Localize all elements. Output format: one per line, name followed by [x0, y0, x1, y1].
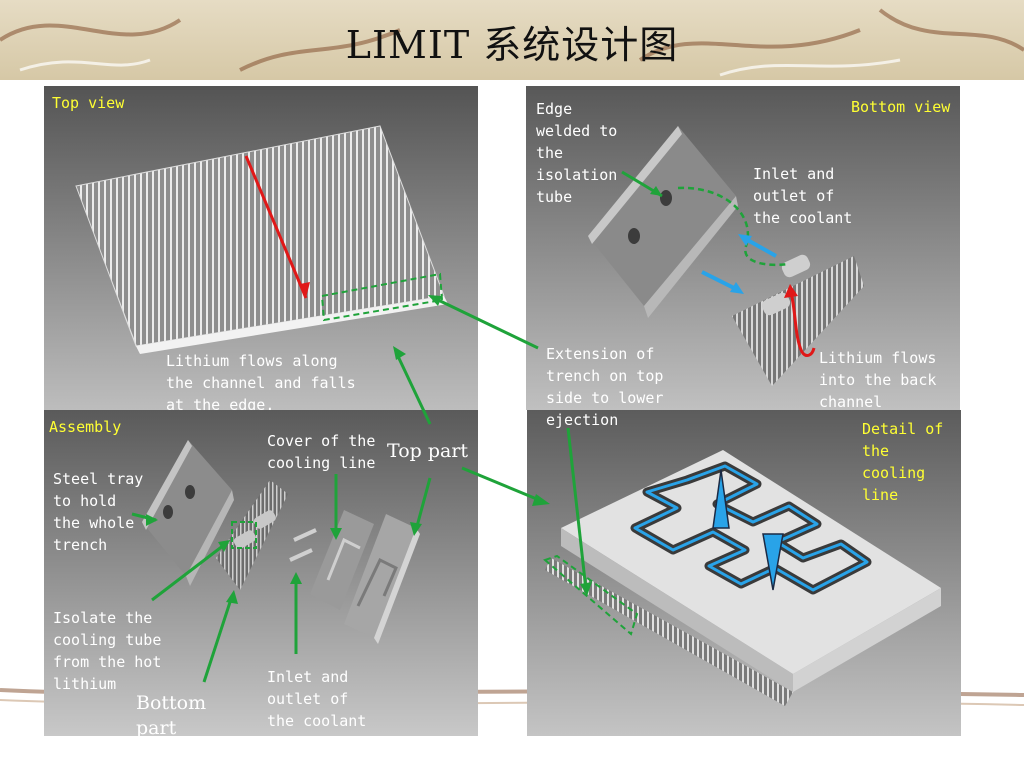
page-title: LIMIT 系统设计图 — [345, 23, 679, 67]
bottom-view-graphic — [526, 86, 960, 410]
isolate-tube-note: Isolate the cooling tube from the hot li… — [53, 609, 162, 693]
bottom-part-label: Bottom part — [136, 692, 207, 736]
top-view-heading: Top view — [52, 94, 125, 112]
extension-note: Extension of trench on top side to lower… — [546, 345, 664, 429]
assembly-heading: Assembly — [49, 418, 122, 436]
detail-extension-box — [543, 554, 639, 636]
detail-heading: Detail of the cooling line — [862, 420, 944, 504]
extension-highlight-box — [320, 272, 444, 322]
coolant-outlet-arrow — [712, 469, 730, 529]
top-part-label: Top part — [387, 440, 469, 462]
assembly-graphic — [44, 410, 478, 736]
back-channel-note: Lithium flows into the back channel — [819, 349, 937, 410]
top-view-panel: Top view Lithium flows along the channel… — [44, 86, 478, 410]
bottom-view-panel: Bottom view Edge welded to the isolation… — [526, 86, 960, 410]
cooling-detail-graphic — [527, 410, 961, 736]
assembly-inlet-note: Inlet and outlet of the coolant — [267, 668, 367, 730]
lithium-flow-note: Lithium flows along the channel and fall… — [166, 352, 356, 410]
cooling-channel-path — [633, 464, 869, 592]
back-channel-flow-arrow — [788, 289, 816, 357]
bottom-view-heading: Bottom view — [851, 98, 951, 116]
coolant-in-arrow — [701, 270, 739, 292]
cooling-detail-panel: Detail of the cooling line — [527, 410, 961, 736]
lithium-flow-arrow — [244, 155, 308, 299]
edge-welded-note: Edge welded to the isolation tube — [536, 100, 618, 206]
bottom-inlet-note: Inlet and outlet of the coolant — [753, 165, 853, 227]
coolant-inlet-arrow — [762, 533, 784, 591]
coolant-out-arrow — [743, 236, 777, 258]
cover-cooling-note: Cover of the cooling line — [267, 432, 376, 472]
assembly-panel: Assembly Steel tray to hold the whole tr… — [44, 410, 478, 736]
steel-tray-note: Steel tray to hold the whole trench — [53, 470, 144, 554]
